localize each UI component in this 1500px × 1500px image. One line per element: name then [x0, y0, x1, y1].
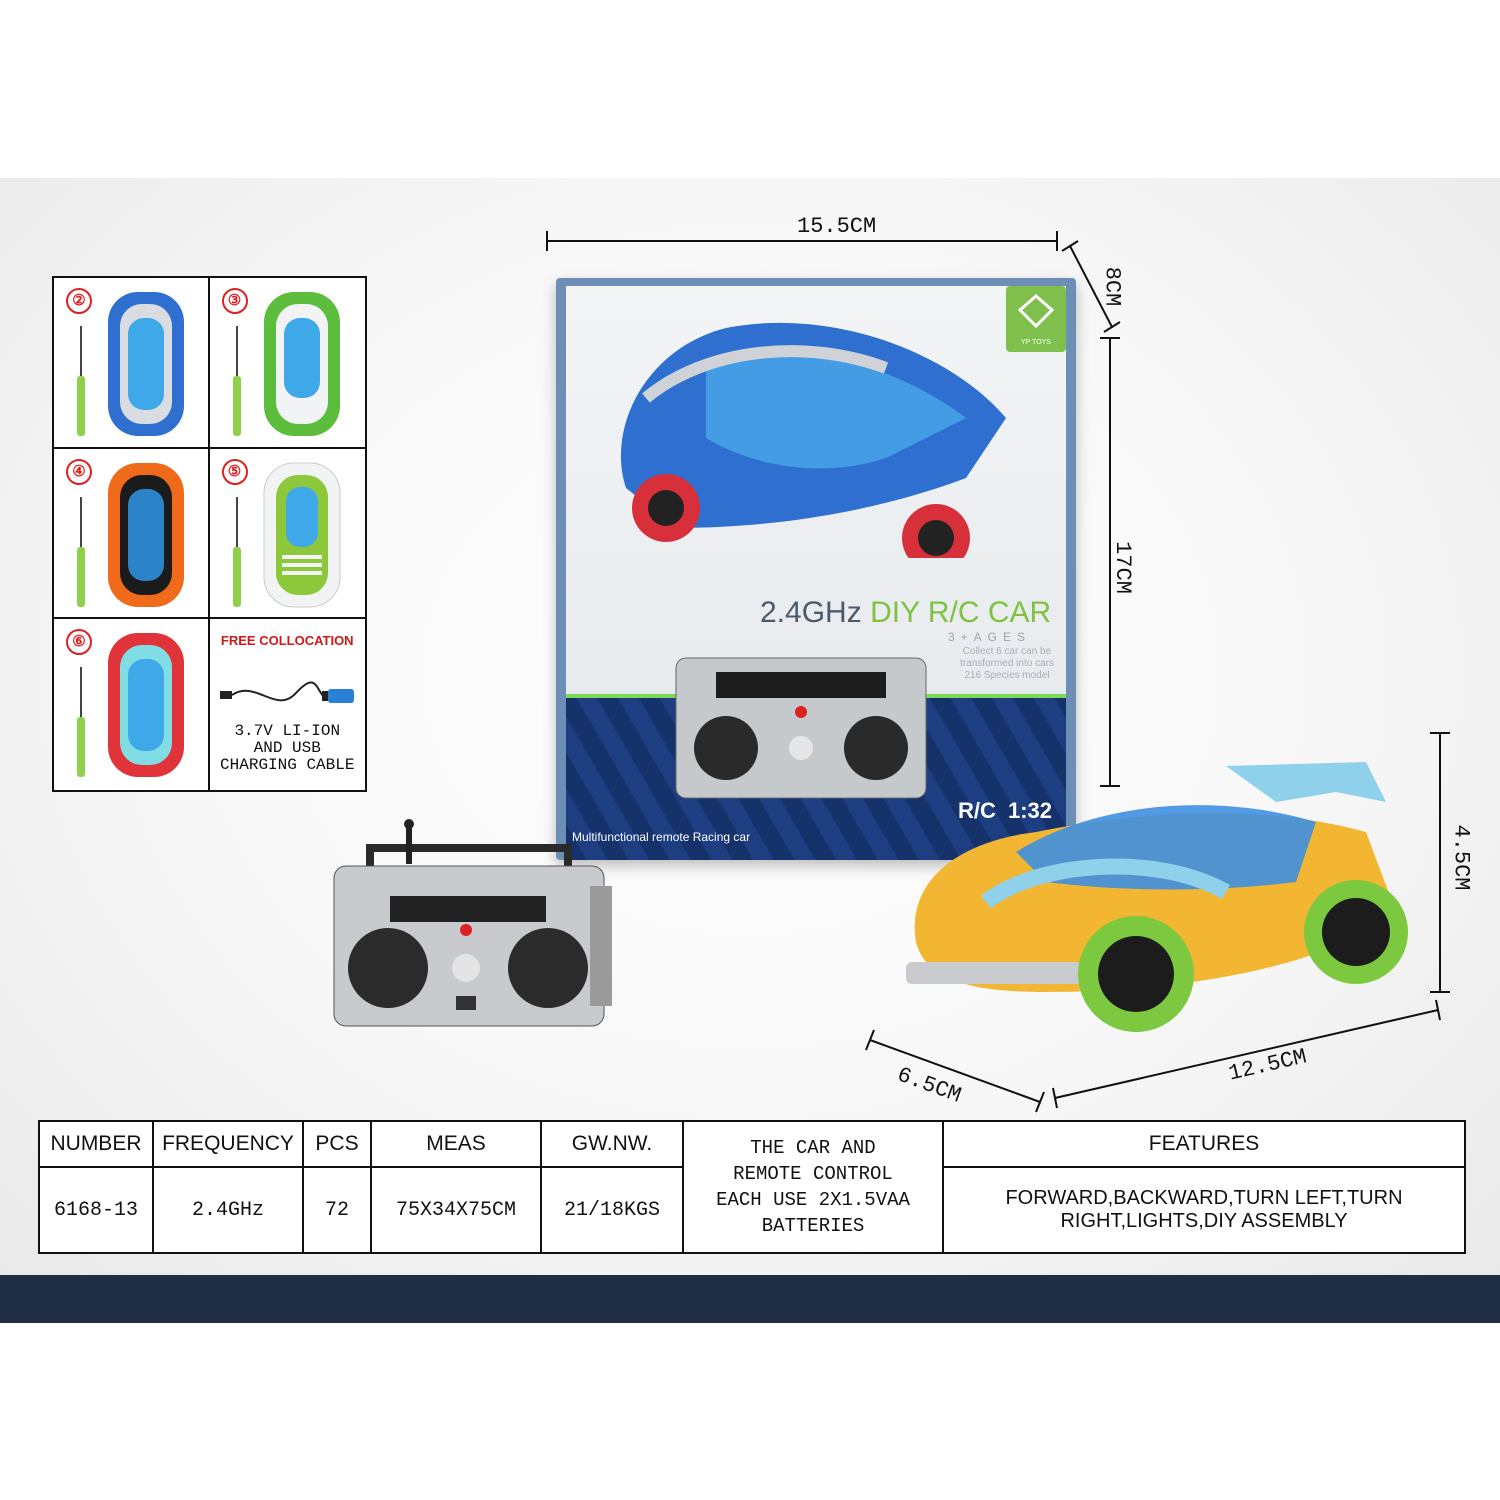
header-frequency: FREQUENCY	[152, 1119, 304, 1169]
spec-header-row: NUMBER FREQUENCY PCS MEAS GW.NW. THE CAR…	[38, 1119, 1466, 1254]
package-title: 2.4GHz DIY R/C CAR	[760, 596, 1051, 630]
variants-grid: ② ③ ④ ⑤ ⑥	[52, 276, 367, 792]
car-top-view-icon	[108, 633, 184, 778]
package-ages: 3+AGES	[948, 630, 1032, 644]
value-pcs: 72	[302, 1166, 372, 1254]
car-top-view-icon	[263, 462, 340, 608]
header-pcs: PCS	[302, 1119, 372, 1169]
screwdriver-icon	[77, 667, 85, 778]
package-remote-image	[675, 657, 927, 799]
variant-cell-2: ②	[54, 278, 210, 449]
value-number: 6168-13	[38, 1166, 154, 1254]
variant-cell-6: ⑥	[54, 619, 210, 790]
spec-value-row: 6168-13 2.4GHz 72 75X34X75CM 21/18KGS FO…	[38, 1166, 1466, 1254]
package-collect-text: Collect 6 car can be transformed into ca…	[960, 646, 1054, 681]
brand-logo-icon: YP TOYS	[1017, 294, 1055, 346]
car-top-view-icon	[108, 462, 184, 607]
header-features: FEATURES	[942, 1119, 1466, 1169]
header-number: NUMBER	[38, 1119, 154, 1169]
footer-bar	[0, 1275, 1500, 1323]
variant-cell-4: ④	[54, 448, 210, 620]
variant-number-badge: ④	[66, 458, 92, 485]
car-top-view-icon	[108, 292, 184, 436]
value-gw-nw: 21/18KGS	[540, 1166, 684, 1254]
scale-label: 1:32	[1008, 798, 1053, 823]
remote-control-image	[333, 819, 612, 1027]
free-collocation-description: 3.7V LI-ION AND USB CHARGING CABLE	[220, 722, 355, 775]
variant-number-badge: ③	[221, 288, 248, 314]
spec-table: NUMBER FREQUENCY PCS MEAS GW.NW. THE CAR…	[38, 1119, 1466, 1254]
brand-logo: YP TOYS	[1006, 286, 1066, 352]
value-meas: 75X34X75CM	[370, 1166, 542, 1254]
charging-cable-icon	[219, 681, 354, 704]
main-car-image	[906, 762, 1408, 1032]
car-top-view-icon	[263, 292, 340, 436]
package-title-accent: DIY R/C CAR	[870, 596, 1052, 629]
header-gw-nw: GW.NW.	[540, 1119, 684, 1169]
box-depth-label: 8CM	[1099, 266, 1125, 307]
screwdriver-icon	[232, 326, 241, 436]
package-tagline: Multifunctional remote Racing car	[572, 830, 751, 844]
free-collocation-cell: FREE COLLOCATION 3.7V LI-ION AND USB CHA…	[210, 619, 366, 790]
screwdriver-icon	[77, 326, 85, 436]
screwdriver-icon	[77, 496, 85, 607]
variant-number-badge: ②	[66, 288, 92, 314]
rc-label: R/C	[958, 798, 996, 823]
header-meas: MEAS	[370, 1119, 542, 1169]
variant-number-badge: ⑤	[221, 458, 248, 485]
package-car-image	[620, 322, 1006, 558]
package-title-main: 2.4GHz	[760, 596, 862, 629]
screwdriver-icon	[232, 496, 241, 607]
car-height-label: 4.5CM	[1448, 824, 1474, 891]
free-collocation-title: FREE COLLOCATION	[220, 633, 354, 649]
variant-cell-5: ⑤	[209, 449, 365, 620]
brand-logo-text: YP TOYS	[1021, 339, 1051, 346]
battery-note: THE CAR AND REMOTE CONTROL EACH USE 2X1.…	[682, 1120, 944, 1254]
variant-number-badge: ⑥	[66, 629, 92, 656]
value-features: FORWARD,BACKWARD,TURN LEFT,TURN RIGHT,LI…	[942, 1166, 1466, 1254]
product-package: YP TOYS 2.4GHz DIY R/C CAR 3+AGES Collec…	[556, 278, 1076, 860]
box-height-label: 17CM	[1109, 541, 1135, 594]
box-width-label: 15.5CM	[797, 214, 877, 239]
value-frequency: 2.4GHz	[152, 1166, 304, 1254]
variant-cell-3: ③	[209, 278, 365, 449]
